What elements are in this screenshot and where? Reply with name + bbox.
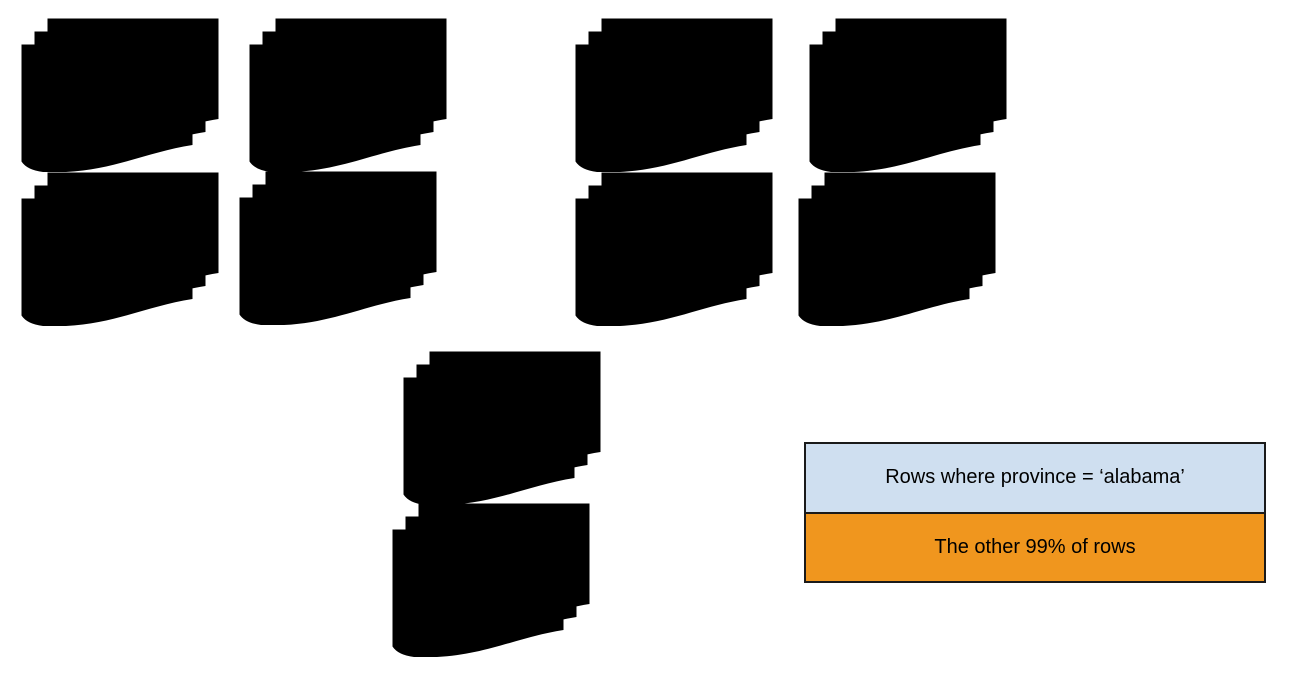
region-label: eu-east-2 <box>831 239 937 268</box>
region-label: eu-west-1 <box>606 85 716 114</box>
region-label: us-west-2 <box>52 239 162 268</box>
region-stack-eu-east-1: eu-east-1 <box>808 17 1008 174</box>
region-label: eu-west-2 <box>606 239 716 268</box>
region-label: ap-east-2 <box>425 570 531 599</box>
region-stack-us-east-2: us-east-2 <box>238 170 438 327</box>
region-label: us-west-1 <box>52 85 162 114</box>
region-stack-eu-east-2: eu-east-2 <box>797 171 997 328</box>
region-stack-us-east-1: us-east-1 <box>248 17 448 174</box>
legend-item-other-rows: The other 99% of rows <box>806 511 1264 581</box>
region-stack-eu-west-1: eu-west-1 <box>574 17 774 174</box>
region-label: us-east-2 <box>272 238 378 267</box>
region-stack-eu-west-2: eu-west-2 <box>574 171 774 328</box>
legend-label: Rows where province = ‘alabama’ <box>885 466 1185 489</box>
partition-legend: Rows where province = ‘alabama’ The othe… <box>804 442 1266 583</box>
region-stack-ap-east-1: ap-east-1 <box>402 350 602 507</box>
region-label: eu-east-1 <box>842 85 948 114</box>
legend-item-alabama-rows: Rows where province = ‘alabama’ <box>806 444 1264 512</box>
region-stack-us-west-2: us-west-2 <box>20 171 220 328</box>
region-stack-ap-east-2: ap-east-2 <box>391 502 591 659</box>
region-label: ap-east-1 <box>436 418 542 447</box>
region-stack-us-west-1: us-west-1 <box>20 17 220 174</box>
legend-label: The other 99% of rows <box>934 535 1136 558</box>
region-label: us-east-1 <box>282 85 388 114</box>
